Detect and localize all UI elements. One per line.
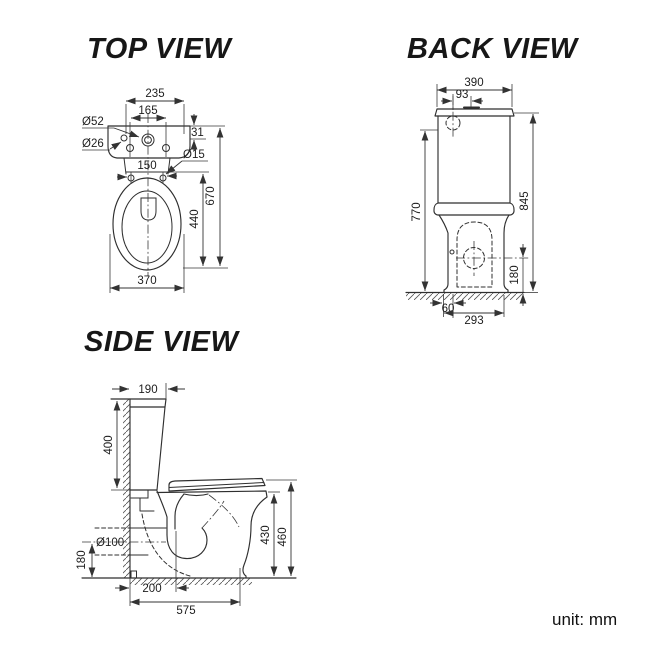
- dim-d52: Ø52: [82, 116, 104, 128]
- back-view-title: BACK VIEW: [407, 33, 580, 65]
- trap-inlet-right: [174, 493, 185, 530]
- ext-lines-93: [452, 94, 472, 110]
- seat-split-line: [168, 482, 265, 488]
- dim-460: 460: [277, 527, 289, 546]
- fixing-hole-back: [449, 249, 455, 255]
- dim-31: 31: [191, 127, 204, 139]
- dim-d15: Ø15: [183, 149, 205, 161]
- pedestal-back: [438, 214, 510, 293]
- cistern-side: [110, 398, 167, 491]
- cistern-body-back: [437, 115, 511, 204]
- trap-inlet-left: [156, 490, 168, 536]
- leader-arrow-d26: [109, 141, 122, 150]
- dim-770: 770: [411, 202, 423, 221]
- dim-150: 150: [137, 160, 156, 172]
- ext-lines-370: [109, 234, 185, 293]
- hidden-trap-arch: [456, 221, 493, 288]
- side-view-title: SIDE VIEW: [84, 326, 240, 358]
- dim-845: 845: [519, 191, 531, 210]
- hidden-outlet-pipe: [94, 527, 131, 556]
- skirting-box: [130, 570, 137, 579]
- bolt-hole-left: [126, 144, 134, 152]
- dim-670: 670: [205, 186, 217, 205]
- wall-hatch: [123, 399, 130, 578]
- dim-180-back: 180: [509, 265, 521, 284]
- outlet-pipe-solid: [129, 527, 167, 556]
- dim-390: 390: [464, 77, 483, 89]
- top-view-title: TOP VIEW: [87, 33, 233, 65]
- cistern-lid-back: [434, 108, 515, 117]
- ext-lines-235: [125, 104, 185, 134]
- dim-180-side: 180: [76, 550, 88, 569]
- ground-hatch-side: [130, 578, 252, 585]
- top-view: TOP VIEW 235 165 31 Ø52 Ø26 Ø15: [82, 33, 233, 293]
- hidden-bowl-arc: [141, 513, 191, 577]
- outlet-crosshair: [456, 241, 529, 276]
- bolt-hole-right: [162, 144, 170, 152]
- seat-and-lid-side: [168, 477, 266, 492]
- bowl-silhouette-side: [242, 496, 268, 579]
- dim-293: 293: [464, 315, 483, 327]
- water-spot-outline: [140, 197, 157, 221]
- side-view: SIDE VIEW 190 400 Ø100 180: [76, 326, 297, 617]
- dim-400: 400: [103, 435, 115, 454]
- bowl-inner-rim-top: [121, 190, 173, 264]
- dim-575: 575: [176, 605, 195, 617]
- ext-lines-31: [190, 125, 225, 140]
- dim-430: 430: [260, 525, 272, 544]
- ground-hatch-back: [406, 293, 524, 300]
- bowl-shoulder-back: [433, 202, 515, 216]
- flush-entry-box: [130, 489, 149, 499]
- cistern-outline-top: [107, 125, 191, 159]
- unit-note: unit: mm: [552, 610, 617, 629]
- bowl-outer-rim-top: [112, 177, 182, 271]
- leader-arrow-d52: [113, 127, 140, 138]
- hinge-hole-ticks: [130, 172, 164, 184]
- under-seat-line: [183, 493, 209, 497]
- dim-93: 93: [456, 89, 469, 101]
- hidden-trap-lines: [201, 494, 240, 529]
- rim-line-side: [156, 490, 268, 498]
- ext-lines-440-670: [168, 171, 228, 269]
- trap-u-bend: [166, 527, 208, 560]
- small-corner-hole: [120, 134, 128, 142]
- dim-165: 165: [138, 105, 157, 117]
- dim-200: 200: [142, 583, 161, 595]
- flush-channel: [139, 497, 155, 512]
- dim-235: 235: [145, 88, 164, 100]
- dim-370: 370: [137, 275, 156, 287]
- dim-d26: Ø26: [82, 138, 104, 150]
- dim-190: 190: [138, 384, 157, 396]
- dim-d100: Ø100: [96, 537, 124, 549]
- back-view: BACK VIEW 390 93 770 845 180: [405, 33, 580, 327]
- dim-440: 440: [189, 209, 201, 228]
